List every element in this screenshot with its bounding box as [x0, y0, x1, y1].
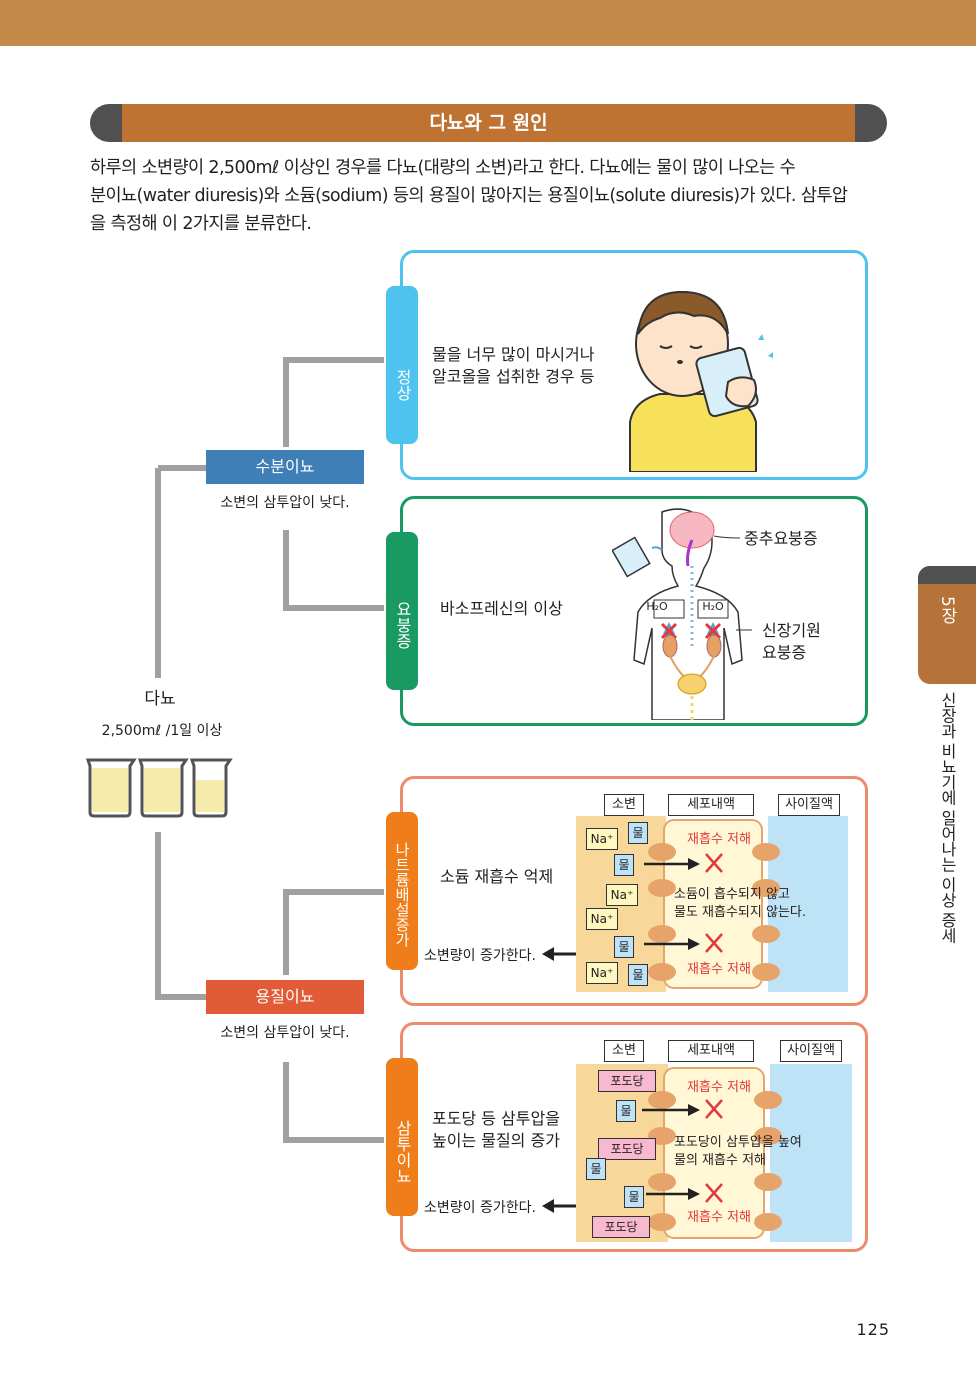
- desc-line: 물의 재흡수 저해: [674, 1153, 766, 1168]
- na-tag: Na⁺: [586, 962, 618, 984]
- solute-diuresis-note: 소변의 삼투압이 낮다.: [220, 1025, 350, 1041]
- water-tag: 물: [616, 1100, 636, 1122]
- desc-line: 물도 재흡수되지 않는다.: [674, 905, 806, 920]
- water-tag: 물: [614, 854, 634, 876]
- na-tag: Na⁺: [586, 908, 618, 930]
- h2o-left: H₂O: [646, 600, 668, 613]
- body-diagram-icon: [612, 508, 752, 720]
- renal-line: 신장기원: [762, 621, 821, 640]
- osmotic-desc: 포도당이 삼투압을 높여 물의 재흡수 저해: [674, 1134, 844, 1170]
- icf-col-label: 세포내액: [668, 1040, 754, 1062]
- water-diuresis-label: 수분이뇨: [206, 450, 364, 484]
- intro-line: 분이뇨(water diuresis)와 소듐(sodium) 등의 용질이 많…: [90, 186, 848, 206]
- normal-text: 물을 너무 많이 마시거나 알코올을 섭취한 경우 등: [432, 344, 642, 388]
- urine-col-label: 소변: [604, 1040, 644, 1062]
- osmotic-line: 높이는 물질의 증가: [432, 1131, 560, 1150]
- root-amount: 2,500mℓ /1일 이상: [101, 723, 223, 739]
- central-di-label: 중추요붕증: [744, 529, 818, 548]
- natriuresis-text: 소듐 재흡수 억제: [440, 867, 554, 886]
- osmotic-line: 포도당 등 삼투압을: [432, 1109, 560, 1128]
- normal-tab: 정상: [386, 286, 418, 444]
- page-number: 125: [856, 1320, 890, 1339]
- na-tag: Na⁺: [606, 884, 638, 906]
- intro-paragraph: 하루의 소변량이 2,500mℓ 이상인 경우를 다뇨(대량의 소변)라고 한다…: [90, 154, 890, 238]
- solute-diuresis-label: 용질이뇨: [206, 980, 364, 1014]
- icf-col-label: 세포내액: [668, 794, 754, 816]
- osmotic-text: 포도당 등 삼투압을 높이는 물질의 증가: [432, 1108, 582, 1152]
- osmotic-tab: 삼투이뇨: [386, 1058, 418, 1216]
- water-tag: 물: [624, 1186, 644, 1208]
- glucose-tag: 포도당: [598, 1070, 656, 1092]
- drinking-person-icon: [629, 290, 773, 472]
- water-tag: 물: [586, 1158, 606, 1180]
- water-tag: 물: [628, 964, 648, 986]
- desc-line: 포도당이 삼투압을 높여: [674, 1135, 802, 1150]
- water-diuresis-note: 소변의 삼투압이 낮다.: [220, 495, 350, 511]
- root-label: 다뇨: [144, 689, 176, 709]
- natriuresis-tab: 나트륨배설증가: [386, 812, 418, 970]
- section-title: 다뇨와 그 원인: [122, 104, 855, 142]
- normal-line: 알코올을 섭취한 경우 등: [432, 367, 595, 386]
- chapter-title: 신장과 비뇨기에 일어나는 이상 증세: [938, 692, 957, 943]
- isf-col-label: 사이질액: [780, 1040, 842, 1062]
- beaker-icon: [85, 758, 233, 818]
- chapter-label: 5장: [937, 596, 957, 624]
- natriuresis-desc: 소듐이 흡수되지 않고 물도 재흡수되지 않는다.: [674, 886, 824, 922]
- normal-line: 물을 너무 많이 마시거나: [432, 345, 595, 364]
- osmotic-result: 소변량이 증가한다.: [424, 1200, 536, 1216]
- chapter-tab: [918, 566, 976, 684]
- inhibit-label: 재흡수 저해: [687, 962, 751, 977]
- renal-line: 요붕증: [762, 643, 807, 662]
- water-tag: 물: [614, 936, 634, 958]
- diabetes-text: 바소프레신의 이상: [440, 599, 563, 618]
- inhibit-label: 재흡수 저해: [687, 1210, 751, 1225]
- diabetes-tab: 요붕증: [386, 532, 418, 690]
- isf-col-label: 사이질액: [778, 794, 840, 816]
- glucose-tag: 포도당: [598, 1138, 656, 1160]
- header-bar: [0, 0, 976, 46]
- chapter-tab-cap: [918, 566, 976, 584]
- na-tag: Na⁺: [586, 828, 618, 850]
- glucose-tag: 포도당: [592, 1216, 650, 1238]
- h2o-right: H₂O: [702, 600, 724, 613]
- urine-col-label: 소변: [604, 794, 644, 816]
- renal-di-label: 신장기원 요붕증: [762, 620, 862, 664]
- intro-line: 하루의 소변량이 2,500mℓ 이상인 경우를 다뇨(대량의 소변)라고 한다…: [90, 158, 796, 178]
- desc-line: 소듐이 흡수되지 않고: [674, 887, 790, 902]
- natriuresis-result: 소변량이 증가한다.: [424, 948, 536, 964]
- intro-line: 을 측정해 이 2가지를 분류한다.: [90, 214, 312, 234]
- water-tag: 물: [628, 822, 648, 844]
- inhibit-label: 재흡수 저해: [687, 1080, 751, 1095]
- inhibit-label: 재흡수 저해: [687, 832, 751, 847]
